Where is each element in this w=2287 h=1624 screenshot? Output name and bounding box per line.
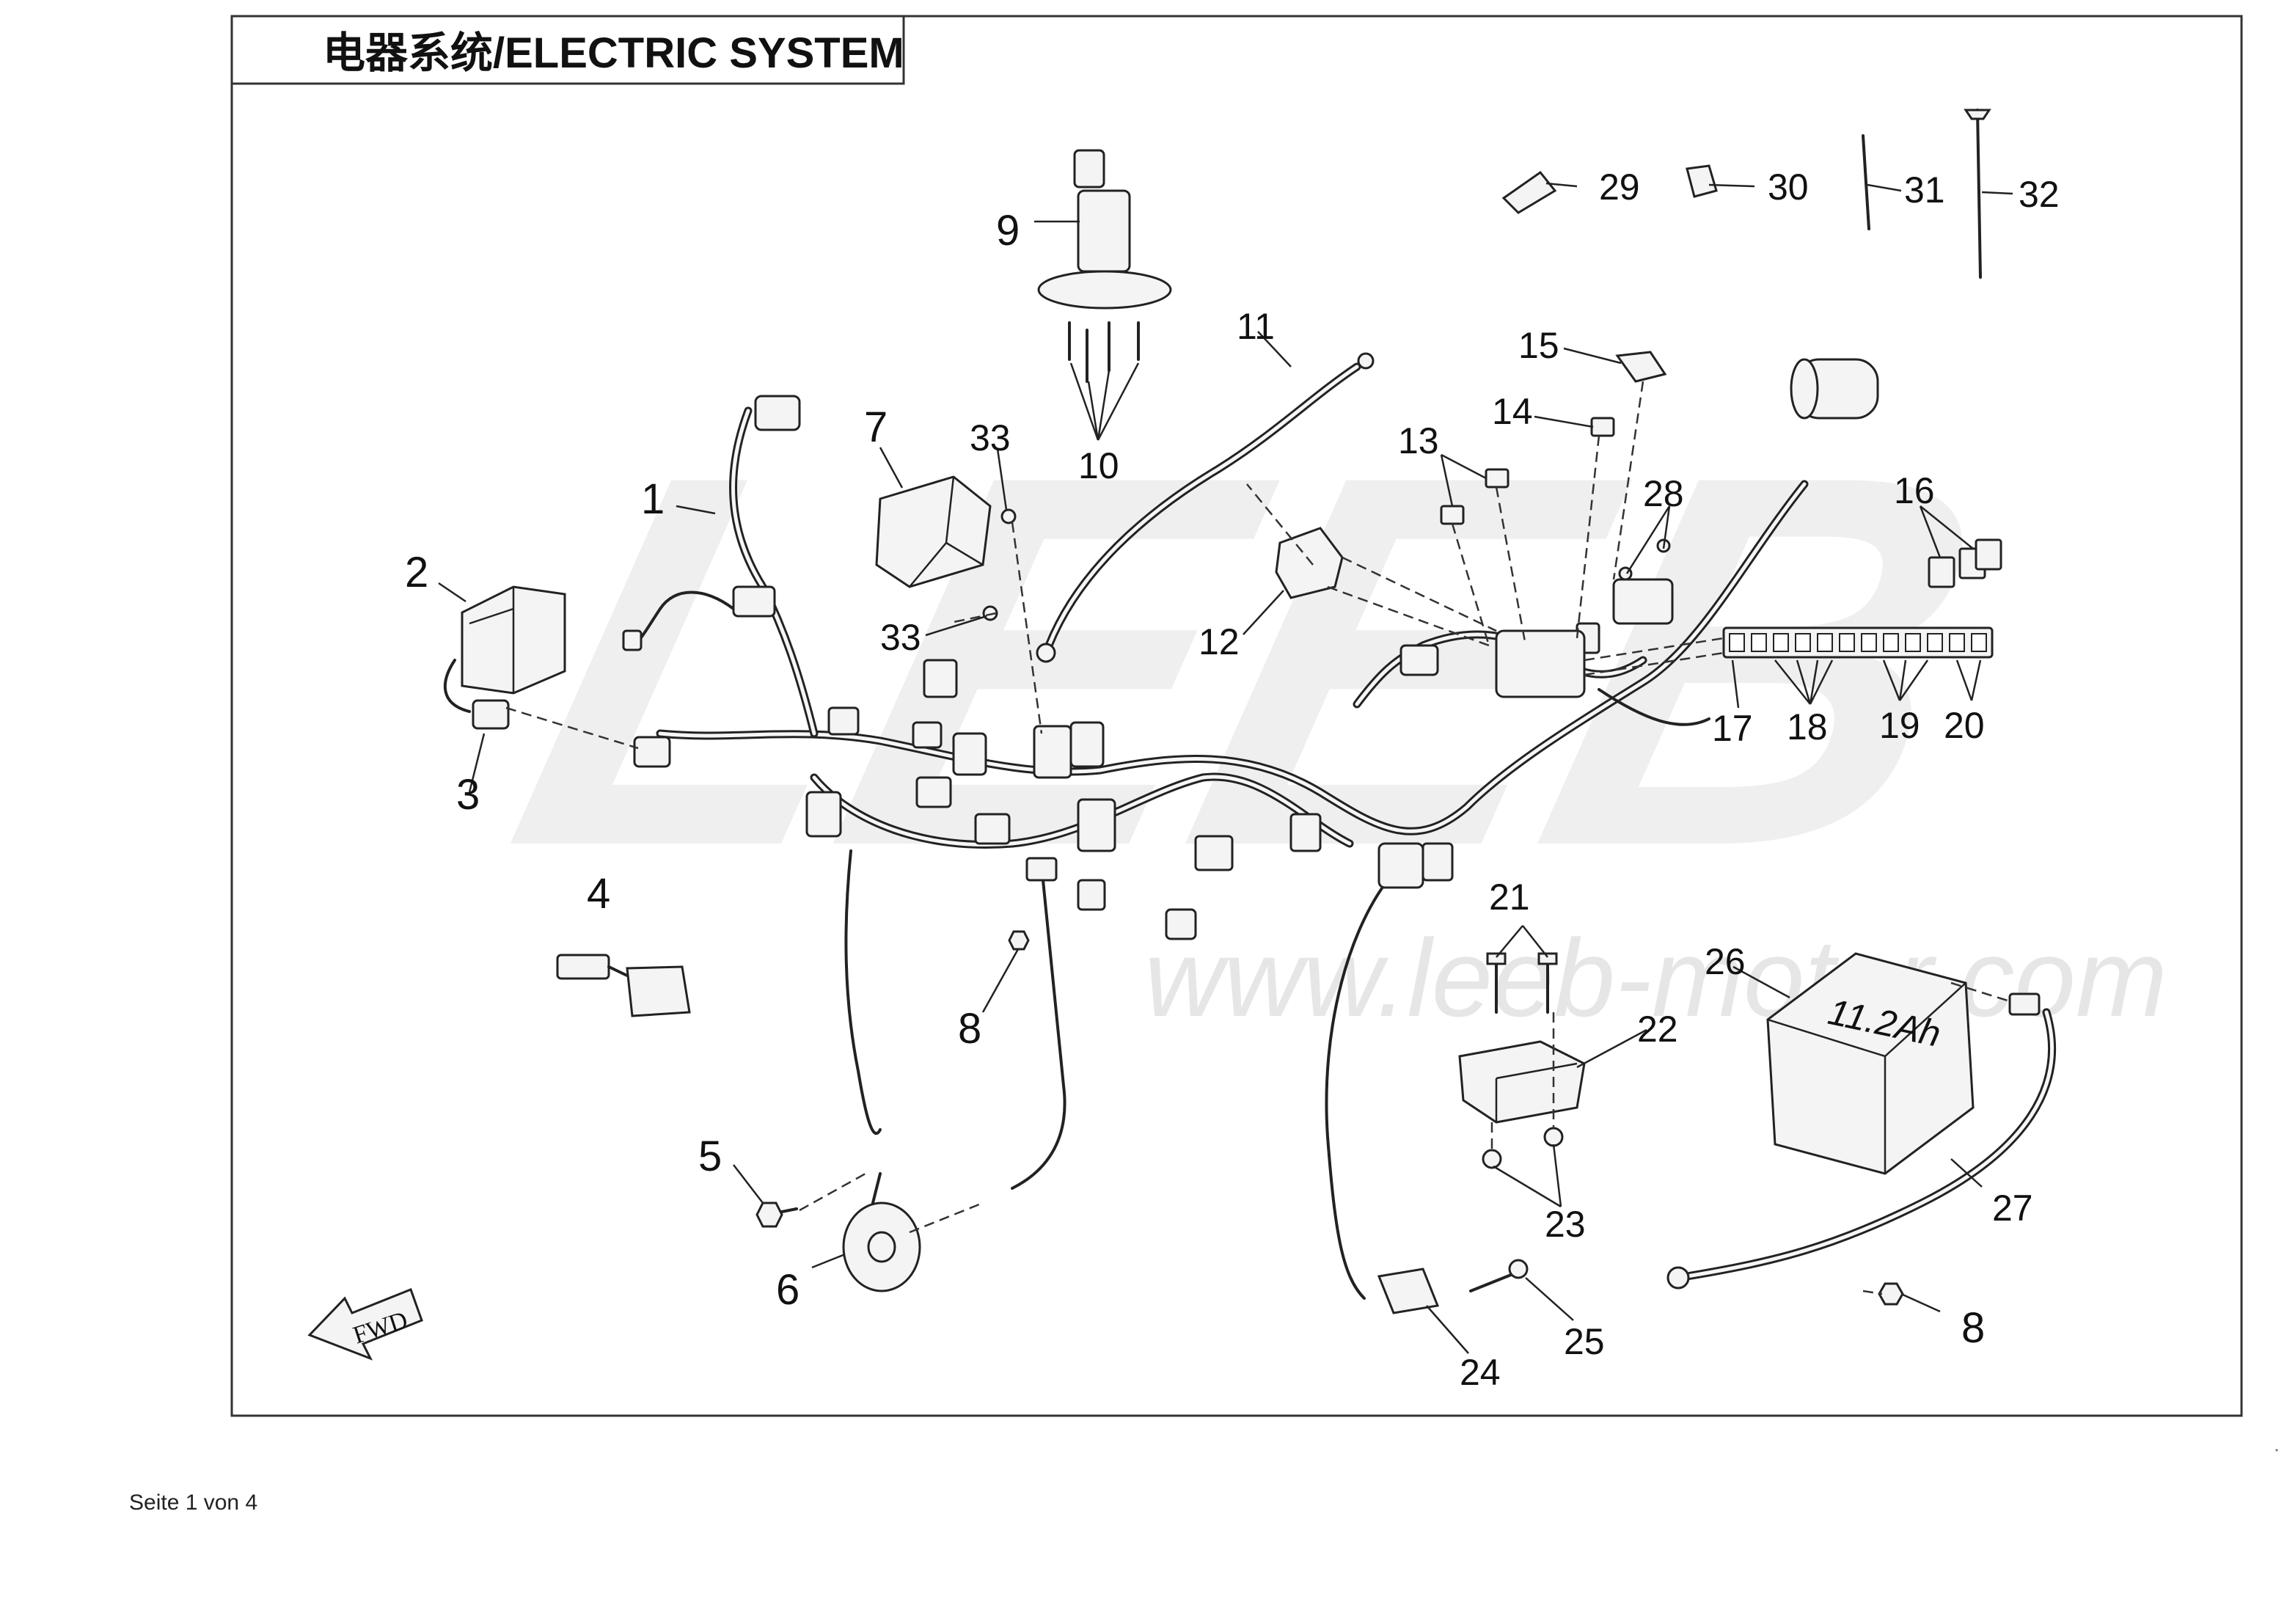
stray-dot bbox=[2275, 1449, 2278, 1452]
part-4-module bbox=[556, 954, 691, 1017]
part-29-clip bbox=[1501, 170, 1557, 214]
part-22-regulator bbox=[1458, 1040, 1586, 1124]
fwd-direction-arrow: FWD bbox=[307, 1288, 423, 1361]
callout-19: 19 bbox=[1879, 705, 1920, 746]
callout-14: 14 bbox=[1492, 391, 1533, 432]
part-25-bolt bbox=[1469, 1259, 1529, 1292]
callout-32: 32 bbox=[2019, 174, 2060, 215]
part-3-connector bbox=[472, 699, 510, 730]
callout-4: 4 bbox=[587, 870, 610, 918]
main-wiring-harness bbox=[622, 395, 1809, 1300]
part-31-cable-tie bbox=[1862, 134, 1870, 230]
part-30-clip bbox=[1686, 164, 1718, 198]
callout-29: 29 bbox=[1599, 167, 1640, 208]
callout-16: 16 bbox=[1894, 470, 1935, 511]
part-11-ground-cable bbox=[1036, 352, 1375, 663]
callout-24: 24 bbox=[1460, 1352, 1501, 1393]
callout-31: 31 bbox=[1904, 169, 1945, 211]
callout-28: 28 bbox=[1643, 473, 1684, 514]
part-23-nuts bbox=[1482, 1127, 1564, 1169]
leeb-watermark-url: www.leeb-motor.com bbox=[1144, 916, 2167, 1039]
callout-10: 10 bbox=[1078, 445, 1119, 486]
part-7-ecu bbox=[875, 475, 992, 588]
callout-12: 12 bbox=[1199, 621, 1240, 662]
callout-23: 23 bbox=[1545, 1204, 1586, 1245]
callout-7: 7 bbox=[864, 403, 888, 451]
assembly-lines bbox=[505, 381, 2010, 1295]
part-14-clip bbox=[1590, 417, 1615, 437]
callout-labels: 1 2 3 4 5 6 7 8 9 10 11 12 13 14 15 16 1… bbox=[405, 167, 2060, 1393]
callout-27: 27 bbox=[1992, 1188, 2033, 1229]
callout-1: 1 bbox=[641, 475, 665, 523]
part-15-sensor bbox=[1615, 351, 1667, 383]
starter-relay-motor bbox=[1790, 358, 1879, 420]
diagram-title: 电器系统/ELECTRIC SYSTEM bbox=[323, 29, 904, 77]
part-17-20-fuses bbox=[1722, 626, 1994, 659]
part-12-relay bbox=[1275, 527, 1344, 599]
part-26-battery: 11.2Ah bbox=[1766, 952, 1975, 1175]
diagram-frame bbox=[230, 15, 2243, 1417]
callout-30: 30 bbox=[1768, 167, 1809, 208]
part-21-bolts bbox=[1486, 952, 1558, 1014]
callout-18: 18 bbox=[1787, 706, 1828, 747]
callout-26: 26 bbox=[1705, 941, 1746, 982]
part-24-sensor bbox=[1377, 1268, 1440, 1314]
callout-2: 2 bbox=[405, 549, 428, 596]
title-box bbox=[230, 15, 905, 85]
callout-33-bottom: 33 bbox=[880, 617, 921, 658]
callout-8: 8 bbox=[958, 1005, 981, 1053]
part-32-cable-tie bbox=[1964, 109, 1991, 279]
part-9-fuel-pump bbox=[1037, 149, 1172, 310]
callout-leaders bbox=[438, 182, 2013, 1354]
part-6-horn bbox=[842, 1172, 921, 1292]
callout-17: 17 bbox=[1712, 708, 1753, 749]
leeb-watermark-logo: LEEB bbox=[473, 365, 2029, 956]
callout-20: 20 bbox=[1944, 705, 1985, 746]
part-2-control-unit bbox=[444, 585, 566, 713]
part-33-screws bbox=[982, 508, 1017, 621]
callout-5: 5 bbox=[698, 1133, 722, 1180]
part-10-bolts bbox=[1068, 321, 1140, 383]
callout-15: 15 bbox=[1518, 325, 1559, 366]
callout-33-top: 33 bbox=[970, 417, 1011, 458]
callout-11: 11 bbox=[1237, 306, 1275, 347]
callout-8-right: 8 bbox=[1961, 1304, 1985, 1352]
part-5-bolt bbox=[755, 1201, 798, 1228]
svg-text:LEEB: LEEB bbox=[473, 365, 2029, 956]
part-27-battery-cable bbox=[1666, 992, 2056, 1290]
callout-21: 21 bbox=[1489, 877, 1530, 918]
part-13-relays bbox=[1440, 468, 1510, 525]
callout-22: 22 bbox=[1637, 1009, 1678, 1050]
callout-9: 9 bbox=[996, 207, 1020, 255]
callout-25: 25 bbox=[1564, 1321, 1605, 1362]
part-16-relays bbox=[1928, 538, 2002, 588]
fuse-box bbox=[1495, 578, 1674, 698]
page-footer: Seite 1 von 4 bbox=[129, 1491, 258, 1515]
callout-6: 6 bbox=[776, 1266, 799, 1314]
callout-13: 13 bbox=[1398, 420, 1439, 461]
callout-3: 3 bbox=[456, 771, 480, 819]
